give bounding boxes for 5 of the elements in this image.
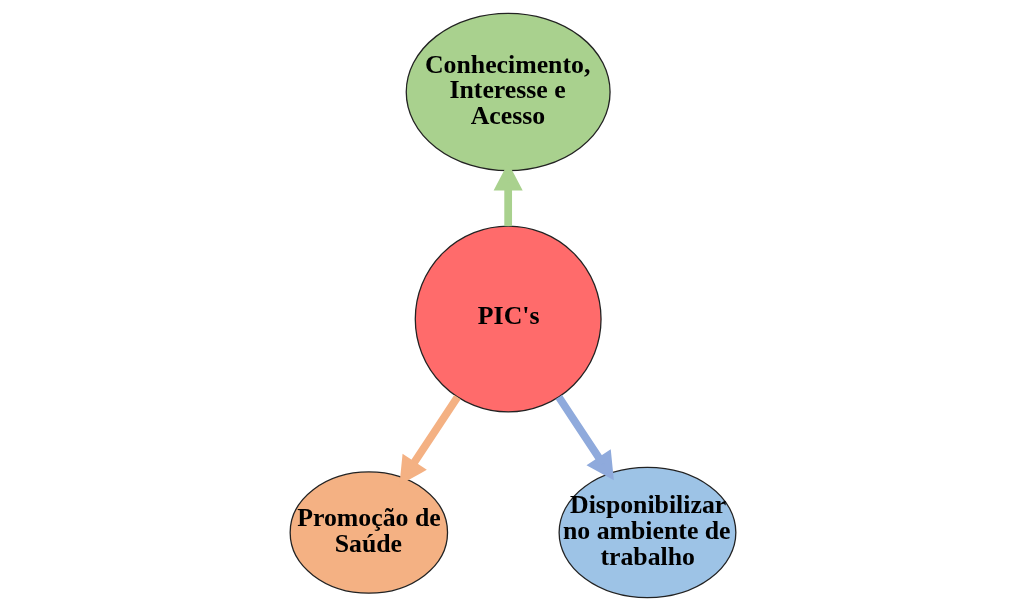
node-circle: PIC's	[414, 225, 602, 413]
node-ellipse: Disponibilizar no ambiente de trabalho	[557, 466, 736, 599]
node-ellipse: Promoção de Saúde	[289, 471, 448, 594]
arrow	[555, 394, 614, 481]
node-ellipse: Conhecimento, Interesse e Acesso	[405, 12, 611, 172]
